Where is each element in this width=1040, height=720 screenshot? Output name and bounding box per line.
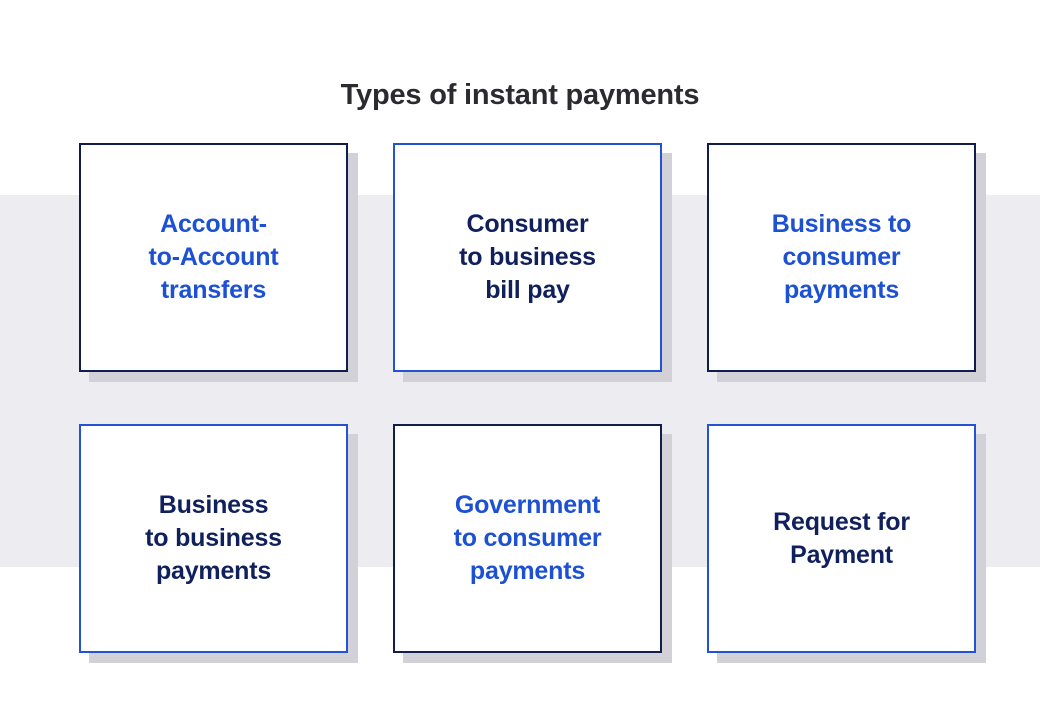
payment-type-card[interactable]: Government to consumer payments [393,424,662,653]
payment-type-card[interactable]: Request for Payment [707,424,976,653]
payment-type-card-slot: Account- to-Account transfers [79,143,358,382]
payment-type-card-slot: Request for Payment [707,424,986,663]
payment-type-card-label: Government to consumer payments [453,491,602,585]
payment-type-card-label: Business to business payments [145,491,282,585]
payment-type-card-slot: Business to consumer payments [707,143,986,382]
payment-type-card-slot: Government to consumer payments [393,424,672,663]
payment-type-card[interactable]: Business to business payments [79,424,348,653]
payment-type-card[interactable]: Account- to-Account transfers [79,143,348,372]
payment-type-card[interactable]: Business to consumer payments [707,143,976,372]
payment-type-card-slot: Business to business payments [79,424,358,663]
payment-type-card-label: Request for Payment [773,507,910,569]
payment-type-card-label: Account- to-Account transfers [148,210,279,304]
page-title: Types of instant payments [340,79,700,112]
payment-types-grid: Account- to-Account transfers Consumer to… [79,143,986,673]
payment-type-card[interactable]: Consumer to business bill pay [393,143,662,372]
payment-type-card-label: Consumer to business bill pay [459,210,596,304]
payment-type-card-slot: Consumer to business bill pay [393,143,672,382]
payment-type-card-label: Business to consumer payments [771,210,912,304]
